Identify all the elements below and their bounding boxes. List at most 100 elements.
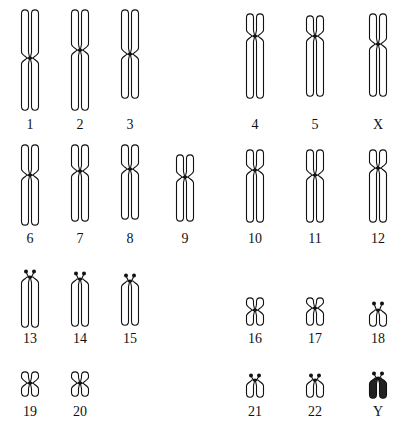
chromosome [72, 272, 89, 327]
chromatid-arm [307, 308, 315, 325]
chromatid-arm [22, 175, 30, 225]
centromere [78, 48, 82, 51]
chromosome [122, 10, 139, 98]
centromere [253, 34, 257, 37]
chromatid-arm [256, 170, 264, 222]
chromatid-arm [370, 310, 378, 326]
chromosome-number: 11 [308, 232, 321, 246]
chromatid-arm [131, 10, 139, 54]
chromosome-number: 17 [308, 332, 322, 346]
chromatid-arm [247, 36, 255, 98]
chromatid-arm [256, 310, 264, 325]
centromere [313, 34, 317, 37]
chromatid-arm [307, 298, 315, 308]
chromatid-arm [81, 171, 89, 221]
chromatid-arm [316, 36, 324, 96]
chromatid-arm [370, 14, 378, 44]
chromatid-arm [122, 54, 130, 98]
satellite [380, 372, 384, 376]
chromosome-number: 3 [127, 118, 134, 132]
chromatid-arm [31, 58, 39, 110]
chromatid-arm [131, 169, 139, 219]
chromosome-number: 10 [248, 232, 262, 246]
chromatid-arm [256, 298, 264, 310]
chromatid-arm [256, 380, 264, 397]
chromosome [307, 16, 324, 96]
chromatid-arm [122, 169, 130, 219]
chromatid-arm [131, 145, 139, 169]
chromatid-arm [307, 36, 315, 96]
chromatid-arm [307, 16, 315, 36]
centromere [376, 42, 380, 45]
chromatid-arm [247, 170, 255, 222]
chromatid-arm [31, 145, 39, 175]
chromosome [370, 302, 387, 327]
chromatid-arm [256, 36, 264, 98]
chromatid-arm [131, 281, 139, 325]
chromatid-arm [379, 310, 387, 326]
chromatid-arm [81, 383, 89, 396]
chromosome-number: 12 [371, 232, 385, 246]
chromatid-arm [31, 10, 39, 58]
chromatid-arm [72, 383, 80, 396]
chromosome [72, 372, 89, 396]
chromatid-arm [72, 10, 80, 50]
chromatid-arm [256, 150, 264, 170]
centromere [313, 306, 317, 309]
chromatid-arm [22, 58, 30, 110]
chromosome-number: 13 [23, 332, 37, 346]
chromatid-arm [31, 383, 39, 396]
chromosome [22, 10, 39, 110]
chromatid-arm [31, 175, 39, 225]
chromatid-arm [72, 279, 80, 326]
chromosome [307, 150, 324, 222]
chromatid-arm [122, 281, 130, 325]
chromatid-arm [81, 279, 89, 326]
satellite [124, 274, 128, 278]
chromatid-arm [81, 50, 89, 110]
satellite [380, 302, 384, 306]
chromatid-arm [247, 310, 255, 325]
chromosome [22, 372, 39, 396]
centromere [376, 376, 380, 379]
chromosome-number: 16 [248, 332, 262, 346]
chromosome-number: 22 [308, 405, 322, 419]
chromosome [22, 145, 39, 225]
chromatid-arm [122, 10, 130, 54]
chromosome-number: Y [373, 405, 383, 419]
chromatid-arm [22, 145, 30, 175]
centromere [78, 381, 82, 384]
chromosome [177, 155, 194, 221]
centromere [253, 308, 257, 311]
chromatid-arm [31, 372, 39, 383]
chromatid-arm [81, 372, 89, 383]
chromatid-arm [177, 155, 185, 177]
satellite [372, 302, 376, 306]
chromosome [247, 298, 264, 325]
centromere [28, 173, 32, 176]
chromatid-arm [22, 10, 30, 58]
chromosome-number: 20 [73, 405, 87, 419]
chromatid-arm [379, 14, 387, 44]
centromere [28, 275, 32, 278]
centromere [128, 167, 132, 170]
chromatid-arm [379, 378, 387, 398]
centromere [28, 56, 32, 59]
satellite [309, 374, 313, 378]
chromatid-arm [81, 145, 89, 171]
chromatid-arm [131, 54, 139, 98]
chromatid-arm [247, 14, 255, 36]
centromere [253, 378, 257, 381]
chromosome-number: 21 [248, 405, 262, 419]
chromosome [307, 374, 324, 398]
chromatid-arm [81, 10, 89, 50]
chromatid-arm [247, 298, 255, 310]
satellite [132, 274, 136, 278]
satellite [24, 270, 28, 274]
chromatid-arm [247, 150, 255, 170]
chromatid-arm [370, 150, 378, 168]
centromere [313, 378, 317, 381]
centromere [28, 381, 32, 384]
centromere [376, 166, 380, 169]
chromosome-number: 15 [123, 332, 137, 346]
